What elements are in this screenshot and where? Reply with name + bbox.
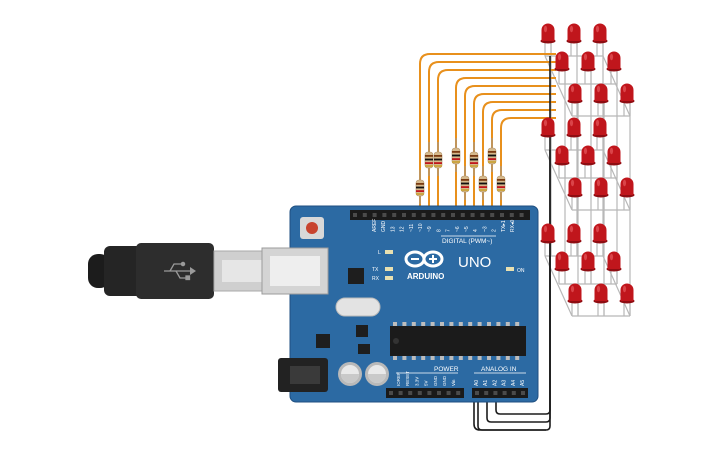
- digital-pin-label: 2: [492, 229, 498, 232]
- resistor: [487, 138, 497, 172]
- digital-label: DIGITAL (PWM~): [442, 238, 492, 245]
- digital-pin-label: ~6: [455, 226, 461, 232]
- digital-pin-label: 7: [446, 229, 452, 232]
- power-label: POWER: [434, 366, 459, 373]
- digital-pin-label: GND: [381, 221, 387, 233]
- led[interactable]: [567, 177, 583, 198]
- resistor-array: [415, 138, 506, 204]
- led[interactable]: [554, 251, 570, 272]
- led[interactable]: [566, 223, 582, 244]
- power-pin-label: IOREF: [396, 372, 401, 386]
- resistor: [496, 166, 506, 200]
- power-pin-label: GND: [442, 375, 447, 386]
- voltage-regulator: [316, 334, 330, 348]
- led[interactable]: [567, 83, 583, 104]
- on-label: ON: [517, 268, 525, 274]
- led[interactable]: [606, 251, 622, 272]
- led[interactable]: [619, 83, 635, 104]
- capacitor: [338, 362, 362, 386]
- led[interactable]: [606, 145, 622, 166]
- led-label-rx: RX: [372, 276, 380, 282]
- led[interactable]: [540, 117, 556, 138]
- power-pin-labels: IOREF RESET 3.3V 5V GND GND Vin: [396, 371, 456, 386]
- digital-pin-label: 8: [436, 229, 442, 232]
- led-label-l: L: [378, 250, 381, 256]
- power-pin-label: GND: [433, 375, 438, 386]
- analog-pin-label: A2: [492, 380, 498, 386]
- led[interactable]: [593, 83, 609, 104]
- usb-symbol-icon: [164, 261, 196, 281]
- power-on-led: [506, 267, 514, 271]
- digital-pin-label: ~10: [418, 223, 424, 232]
- analog-pin-label: A0: [474, 380, 480, 386]
- led[interactable]: [540, 23, 556, 44]
- led-cube-leads: [544, 42, 631, 317]
- power-pin-label: Vin: [451, 379, 456, 386]
- digital-pin-label: 13: [390, 226, 396, 232]
- led[interactable]: [592, 23, 608, 44]
- led-label-tx: TX: [372, 267, 379, 273]
- power-pin-label: RESET: [405, 371, 410, 386]
- arduino-wordmark: ARDUINO: [407, 272, 444, 281]
- led[interactable]: [593, 283, 609, 304]
- digital-pin-label: AREF: [372, 219, 378, 232]
- resistor: [460, 166, 470, 200]
- analog-pin-label: A5: [520, 380, 526, 386]
- reset-button-icon[interactable]: [300, 217, 324, 239]
- digital-pin-label: ~3: [482, 226, 488, 232]
- digital-pin-label: RX◂0: [510, 220, 516, 232]
- resistor: [424, 142, 434, 176]
- analog-pin-label: A1: [483, 380, 489, 386]
- led[interactable]: [554, 145, 570, 166]
- power-header: [386, 388, 464, 398]
- led[interactable]: [566, 117, 582, 138]
- led[interactable]: [580, 51, 596, 72]
- crystal-oscillator: [335, 297, 381, 317]
- led[interactable]: [592, 223, 608, 244]
- arduino-infinity-logo-icon: [404, 250, 444, 268]
- digital-pin-label: ~5: [464, 226, 470, 232]
- analog-label: ANALOG IN: [481, 366, 517, 373]
- model-label: UNO: [458, 254, 491, 271]
- led[interactable]: [619, 283, 635, 304]
- digital-pin-label: ~9: [427, 226, 433, 232]
- led[interactable]: [566, 23, 582, 44]
- usb-chip: [348, 268, 364, 284]
- digital-pin-label: TX▸1: [501, 220, 507, 232]
- usb-cable[interactable]: [88, 243, 271, 299]
- analog-pin-label: A4: [511, 380, 517, 386]
- digital-header: [350, 210, 530, 220]
- led[interactable]: [540, 223, 556, 244]
- digital-pin-label: ~11: [409, 224, 415, 232]
- led[interactable]: [619, 177, 635, 198]
- resistor: [478, 166, 488, 200]
- analog-wires: [473, 56, 551, 431]
- digital-wires: [419, 53, 556, 212]
- led[interactable]: [567, 283, 583, 304]
- capacitor: [365, 362, 389, 386]
- resistor: [469, 142, 479, 176]
- analog-pin-label: A3: [502, 380, 508, 386]
- power-pin-label: 3.3V: [414, 377, 419, 386]
- power-pin-label: 5V: [424, 380, 429, 386]
- led[interactable]: [606, 51, 622, 72]
- led[interactable]: [580, 145, 596, 166]
- resistor: [433, 142, 443, 176]
- led[interactable]: [593, 177, 609, 198]
- atmega-chip: [390, 322, 526, 360]
- digital-pin-label: 4: [473, 229, 479, 232]
- analog-header: [472, 388, 528, 398]
- digital-pin-label: 12: [400, 226, 406, 232]
- resistor: [451, 138, 461, 172]
- led[interactable]: [592, 117, 608, 138]
- resistor: [415, 170, 425, 204]
- led[interactable]: [554, 51, 570, 72]
- led[interactable]: [580, 251, 596, 272]
- led-cube-3x3x3: [540, 23, 635, 304]
